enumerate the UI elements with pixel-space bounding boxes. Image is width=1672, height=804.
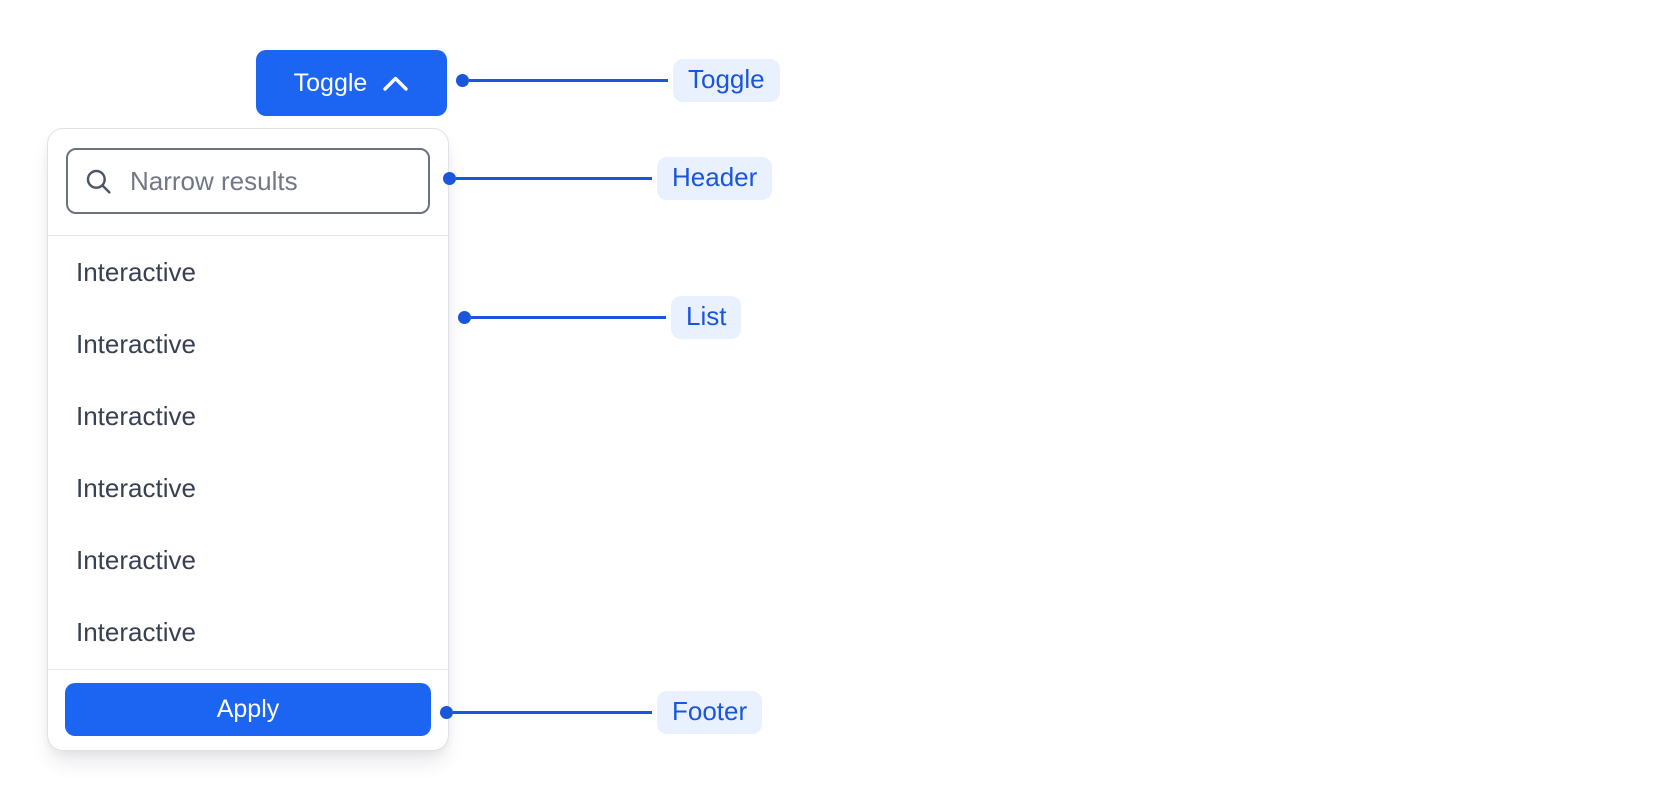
list-item[interactable]: Interactive	[48, 380, 448, 452]
list-item-label: Interactive	[76, 616, 196, 647]
annotation-footer: Footer	[440, 691, 763, 734]
search-icon	[84, 167, 113, 196]
annotation-dot	[456, 74, 469, 87]
list-item[interactable]: Interactive	[48, 236, 448, 308]
annotation-dot	[440, 706, 453, 719]
annotation-line	[471, 316, 666, 319]
list-item[interactable]: Interactive	[48, 524, 448, 596]
annotation-dot	[443, 172, 456, 185]
annotation-label-footer: Footer	[657, 691, 763, 734]
list-item[interactable]: Interactive	[48, 596, 448, 668]
annotation-line	[469, 79, 668, 82]
annotation-list: List	[458, 296, 742, 339]
dropdown-footer: Apply	[48, 669, 448, 750]
list-item[interactable]: Interactive	[48, 452, 448, 524]
annotation-header: Header	[443, 157, 773, 200]
apply-button-label: Apply	[216, 695, 280, 723]
list-item[interactable]: Interactive	[48, 308, 448, 380]
annotation-label-toggle: Toggle	[673, 59, 780, 102]
dropdown-header	[48, 129, 448, 236]
chevron-up-icon	[382, 75, 409, 92]
dropdown-panel: Interactive Interactive Interactive Inte…	[47, 128, 449, 751]
list-item-label: Interactive	[76, 472, 196, 503]
apply-button[interactable]: Apply	[65, 683, 431, 736]
dropdown-list: Interactive Interactive Interactive Inte…	[48, 236, 448, 669]
search-box	[66, 148, 430, 214]
toggle-button-label: Toggle	[293, 68, 368, 97]
search-input[interactable]	[128, 164, 412, 198]
annotation-label-header: Header	[657, 157, 773, 200]
annotation-line	[456, 177, 652, 180]
annotation-label-list: List	[671, 296, 742, 339]
list-item-label: Interactive	[76, 256, 196, 287]
annotation-dot	[458, 311, 471, 324]
list-item-label: Interactive	[76, 544, 196, 575]
list-item-label: Interactive	[76, 400, 196, 431]
toggle-button[interactable]: Toggle	[256, 50, 447, 116]
list-item-label: Interactive	[76, 328, 196, 359]
annotation-toggle: Toggle	[456, 59, 780, 102]
annotation-line	[453, 711, 652, 714]
